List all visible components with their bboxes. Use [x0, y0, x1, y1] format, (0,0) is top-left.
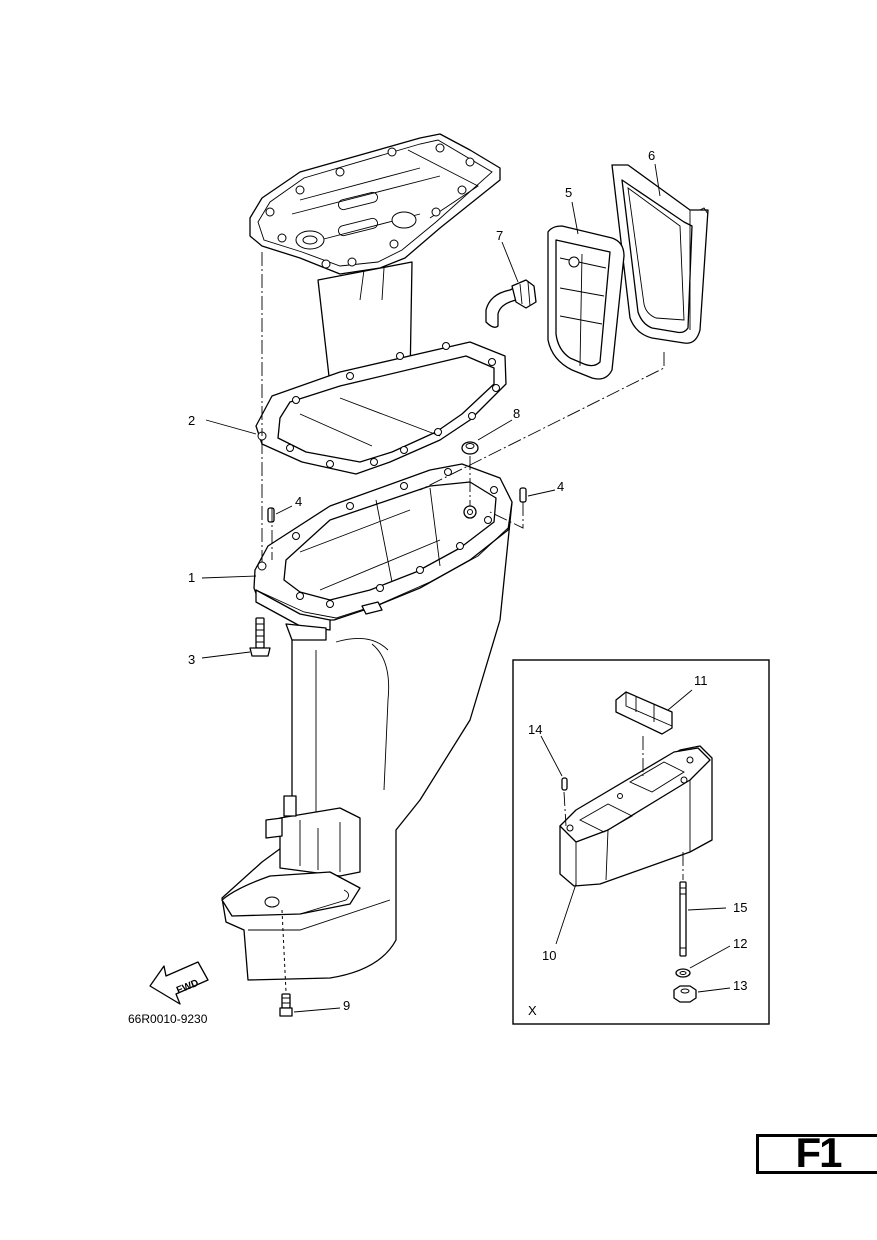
label-part-1: 1: [188, 570, 195, 585]
label-part-13: 13: [733, 978, 747, 993]
bolt-part-3: [249, 617, 271, 657]
label-part-5: 5: [565, 185, 572, 200]
screw-part-9: [279, 993, 293, 1017]
label-part-6: 6: [648, 148, 655, 163]
label-part-8: 8: [513, 406, 520, 421]
label-part-9: 9: [343, 998, 350, 1013]
gasket-part-2: [255, 341, 507, 475]
figure-label-box: F1: [756, 1129, 877, 1176]
hose-part-7: [485, 279, 537, 328]
seal-part-6: [611, 164, 709, 344]
dowel-part-4-left: [267, 507, 275, 523]
label-part-12: 12: [733, 936, 747, 951]
label-part-15: 15: [733, 900, 747, 915]
label-part-14: 14: [528, 722, 542, 737]
label-part-4-left: 4: [295, 494, 302, 509]
grommet-part-8: [461, 441, 479, 455]
label-part-7: 7: [496, 228, 503, 243]
inset-parts: [559, 691, 713, 1003]
label-part-3: 3: [188, 652, 195, 667]
label-part-11: 11: [694, 673, 708, 688]
grille-part-5: [547, 225, 625, 380]
inset-frame: [512, 659, 770, 1025]
label-part-2: 2: [188, 413, 195, 428]
drawing-number: 66R0010-9230: [128, 1012, 208, 1026]
inset-label: X: [528, 1003, 537, 1018]
dowel-part-4-right: [519, 487, 527, 503]
lower-casing-part-1: [221, 463, 513, 981]
label-part-4-right: 4: [557, 479, 564, 494]
figure-label: F1: [795, 1129, 842, 1176]
fwd-arrow-icon: FWD: [149, 961, 209, 1005]
label-part-10: 10: [542, 948, 556, 963]
